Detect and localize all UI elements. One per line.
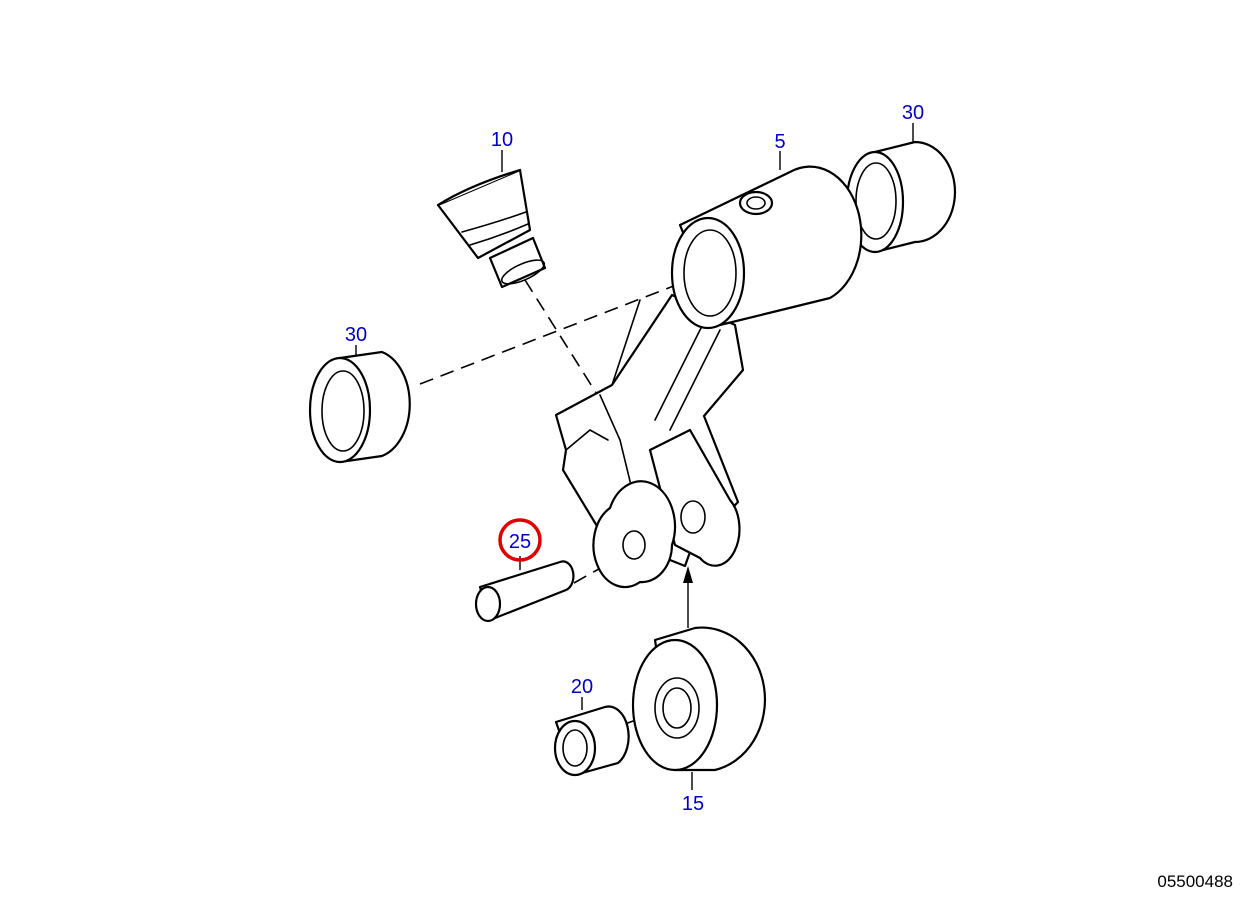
callout-labels: 10 5 30 30 25 20 15 [345,102,924,815]
arrow-head-icon [683,566,693,583]
lever-part[interactable] [554,165,863,589]
cap-part[interactable] [436,168,547,289]
callout-lever[interactable]: 5 [774,131,785,153]
callout-cap[interactable]: 10 [491,129,513,151]
callout-highlight-ring [498,518,542,562]
pin-part[interactable] [474,560,575,623]
bushing-small-part[interactable] [553,705,630,777]
callout-bushing-small[interactable]: 20 [571,676,593,698]
drawing-number: 05500488 [1157,872,1233,891]
callout-bushing-right[interactable]: 30 [902,102,924,124]
callout-pin[interactable]: 25 [509,531,531,553]
callout-leaders [355,123,914,790]
callout-roller[interactable]: 15 [682,793,704,815]
roller-part[interactable] [631,626,767,772]
bushing-left-part[interactable] [308,350,411,464]
insertion-arrow [683,566,693,628]
callout-bushing-left[interactable]: 30 [345,324,367,346]
assembly-line-left-bushing [419,269,716,385]
bushing-right-part[interactable] [845,140,957,254]
